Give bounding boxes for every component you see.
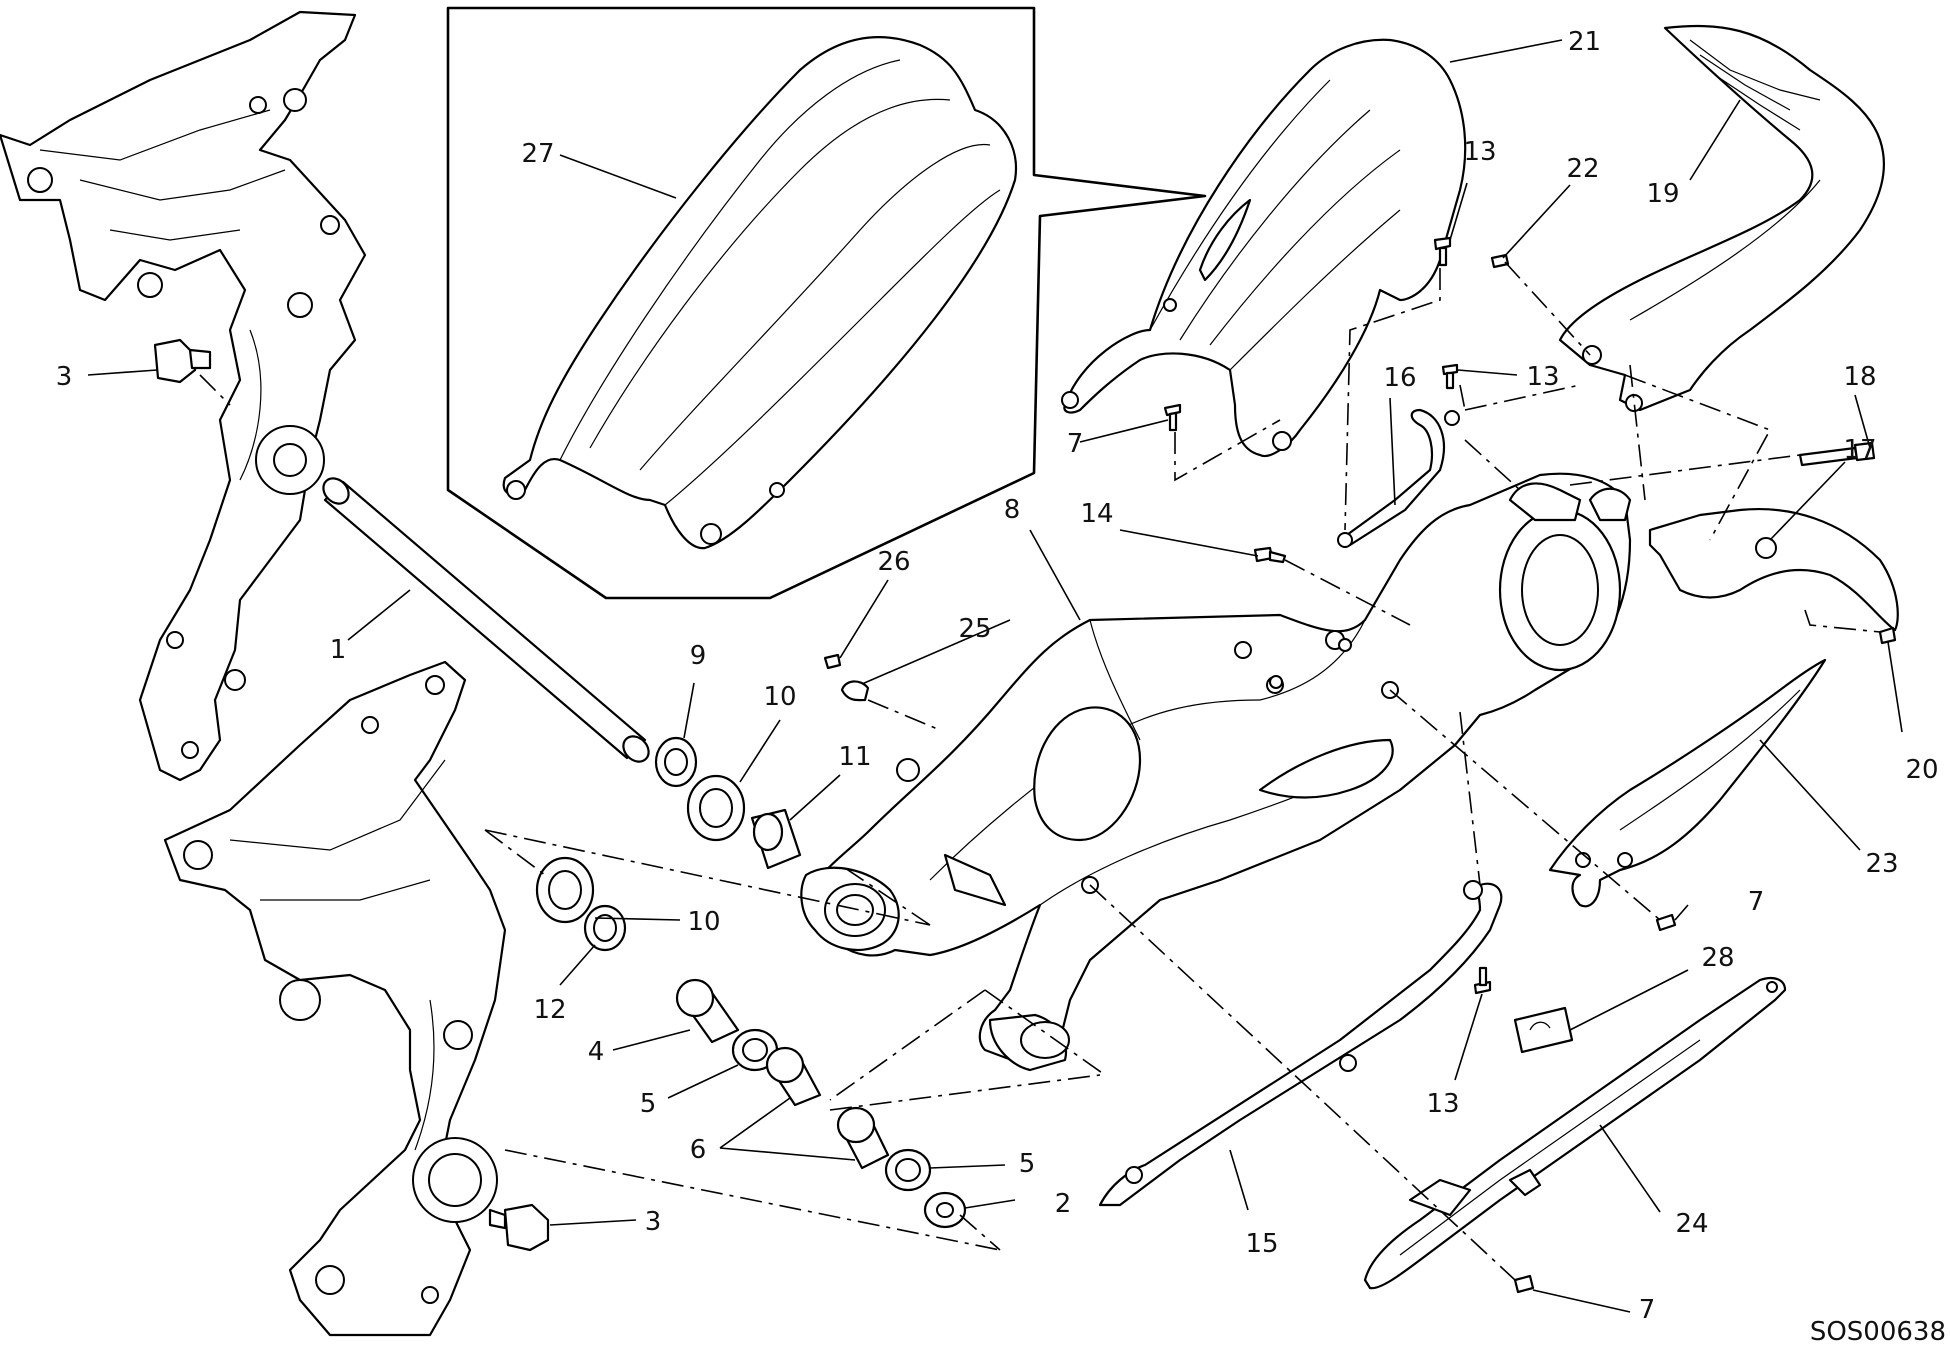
- chain-slider-24: [1363, 976, 1787, 1290]
- screw-7-c: [1513, 1274, 1535, 1294]
- pivot-bolt-upper: [153, 338, 212, 384]
- plate-28: [1513, 1006, 1574, 1054]
- screw-13-c: [1473, 966, 1492, 995]
- screw-7-a: [1163, 403, 1182, 432]
- callout-25: 25: [958, 614, 991, 644]
- screw-13-a: [1433, 236, 1452, 267]
- chain-guard-upper: [1558, 24, 1885, 412]
- seal-5-lower: [884, 1148, 932, 1192]
- callout-15: 15: [1245, 1229, 1278, 1259]
- callout-20: 20: [1905, 755, 1938, 785]
- callout-10: 10: [687, 907, 720, 937]
- callout-21: 21: [1568, 27, 1601, 57]
- swingarm: [800, 472, 1632, 1072]
- lower-frame-plate: [163, 660, 507, 1337]
- callout-5: 5: [1019, 1149, 1036, 1179]
- screw-7-b: [1655, 913, 1677, 932]
- callout-16: 16: [1383, 363, 1416, 393]
- callout-13: 13: [1526, 362, 1559, 392]
- bushing-6-upper: [765, 1046, 822, 1107]
- screw-26: [823, 653, 842, 670]
- callout-23: 23: [1865, 849, 1898, 879]
- bracket-16: [1337, 408, 1460, 548]
- callout-19: 19: [1646, 179, 1679, 209]
- screw-13-b: [1441, 363, 1459, 390]
- callout-22: 22: [1566, 154, 1599, 184]
- leader-lines: [87, 39, 1903, 1313]
- pivot-bolt-lower: [488, 1203, 550, 1252]
- callout-6: 6: [690, 1135, 707, 1165]
- callout-2: 2: [1055, 1189, 1072, 1219]
- callout-26: 26: [877, 547, 910, 577]
- callout-4: 4: [588, 1037, 605, 1067]
- chain-guard-23: [1548, 658, 1827, 908]
- callout-12: 12: [533, 995, 566, 1025]
- callout-8: 8: [1004, 495, 1021, 525]
- callout-13: 13: [1463, 137, 1496, 167]
- callout-labels: 1 2 3 3 4 5 5 6 7 7 7 8 9 10 10 11 12 13…: [56, 27, 1946, 1347]
- pivot-shaft: [322, 477, 650, 763]
- spacer-4: [675, 978, 740, 1044]
- callout-7: 7: [1748, 887, 1765, 917]
- seal-12: [583, 904, 627, 952]
- callout-18: 18: [1843, 362, 1876, 392]
- upper-frame-plate: [0, 10, 367, 782]
- callout-5: 5: [640, 1089, 657, 1119]
- diagram-code: SOS00638: [1810, 1317, 1946, 1347]
- callout-27: 27: [521, 139, 554, 169]
- assembly-lines: [199, 261, 1881, 1281]
- screw-14: [1253, 546, 1287, 564]
- bushing-11: [750, 808, 802, 870]
- rear-hugger-fender: [1061, 38, 1467, 458]
- inset-detail: [446, 6, 1207, 600]
- spacer-9: [654, 736, 698, 788]
- bearing-10-lower: [535, 856, 595, 924]
- callout-10: 10: [763, 682, 796, 712]
- bearing-10-upper: [686, 774, 746, 842]
- callout-9: 9: [690, 641, 707, 671]
- clamp-25: [840, 680, 870, 702]
- screw-20: [1878, 626, 1897, 645]
- callout-3: 3: [56, 362, 73, 392]
- callout-28: 28: [1701, 943, 1734, 973]
- callout-3: 3: [645, 1207, 662, 1237]
- callout-7: 7: [1067, 429, 1084, 459]
- bushing-6-lower: [836, 1106, 890, 1170]
- chain-guide-15: [1098, 880, 1503, 1207]
- callout-7: 7: [1639, 1295, 1656, 1325]
- callout-13: 13: [1426, 1089, 1459, 1119]
- callout-17: 17: [1843, 435, 1876, 465]
- callout-11: 11: [838, 742, 871, 772]
- callout-24: 24: [1675, 1209, 1708, 1239]
- washer-2: [923, 1191, 967, 1229]
- callout-1: 1: [330, 635, 347, 665]
- screw-22: [1490, 253, 1510, 269]
- seal-5-upper: [731, 1028, 779, 1072]
- callout-14: 14: [1080, 499, 1113, 529]
- cover-17: [1648, 508, 1899, 632]
